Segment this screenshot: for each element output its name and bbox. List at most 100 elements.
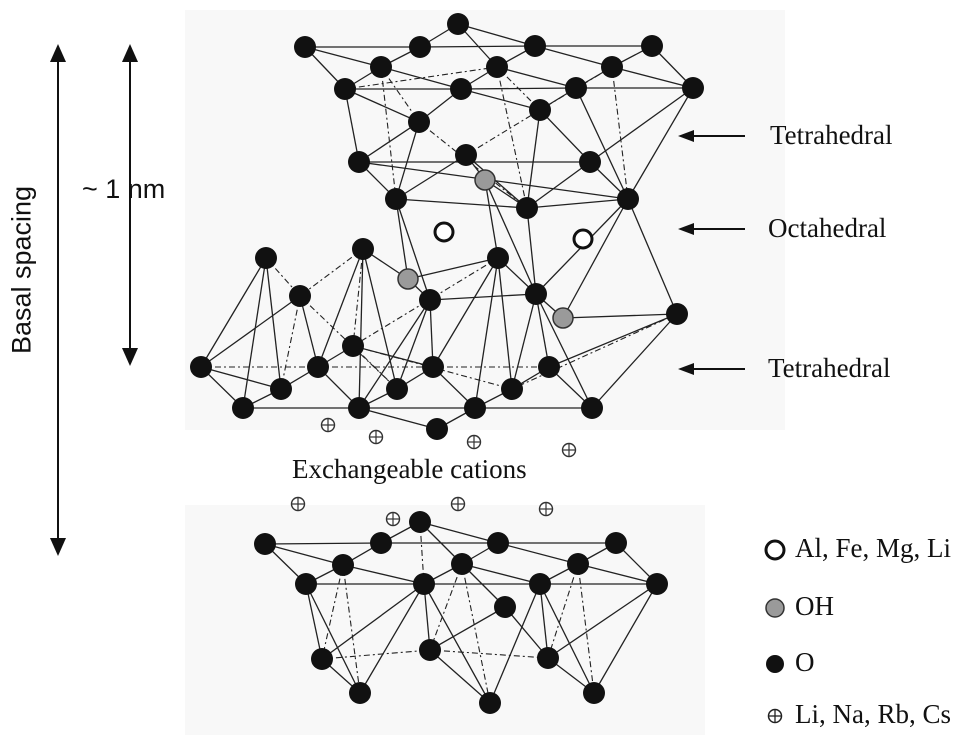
- bond: [344, 88, 360, 163]
- hidden-bond: [321, 649, 431, 660]
- oxygen-atom: [370, 532, 392, 554]
- legend-item-3: Li, Na, Rb, Cs: [795, 699, 952, 729]
- hidden-bond: [342, 564, 361, 694]
- oxygen-atom: [525, 283, 547, 305]
- oxygen-atom: [479, 692, 501, 714]
- bond: [511, 293, 537, 390]
- layer-thickness-arrow: [122, 44, 138, 366]
- bond: [264, 543, 344, 566]
- bond: [526, 109, 541, 209]
- oxygen-atom: [666, 303, 688, 325]
- bond: [419, 45, 536, 48]
- bond: [200, 295, 301, 368]
- legend-open-circle-icon: [764, 539, 786, 561]
- bond: [627, 198, 678, 315]
- exchangeable-cation-icon: [320, 417, 336, 433]
- bond: [429, 293, 537, 301]
- hidden-bond: [465, 109, 541, 156]
- oxygen-atom: [617, 188, 639, 210]
- legend-crossed-circle-icon: [767, 708, 783, 724]
- oxygen-atom: [641, 35, 663, 57]
- bond: [611, 66, 694, 89]
- hidden-bond: [280, 295, 301, 390]
- bond: [358, 248, 364, 409]
- hidden-bond: [547, 563, 579, 659]
- bond: [575, 87, 629, 200]
- oxygen-atom: [294, 36, 316, 58]
- bond: [395, 198, 528, 209]
- bond: [362, 248, 398, 390]
- oxygen-atom: [426, 418, 448, 440]
- bond: [548, 313, 678, 368]
- bond: [589, 87, 694, 163]
- bond: [497, 542, 579, 565]
- octahedral-cation-atom: [433, 221, 455, 243]
- hidden-bond: [429, 649, 549, 659]
- oxygen-atom: [307, 356, 329, 378]
- tetrahedral-top-pointer: [678, 130, 745, 142]
- oxygen-atom: [289, 285, 311, 307]
- bond: [460, 88, 541, 111]
- oxygen-atom: [190, 356, 212, 378]
- oxygen-atom: [385, 188, 407, 210]
- oxygen-atom: [494, 596, 516, 618]
- octahedral-cation-atom: [572, 228, 594, 250]
- bond: [526, 161, 591, 209]
- atom-layer: [190, 13, 704, 714]
- layer-thickness-text: ~ 1 nm: [82, 174, 166, 204]
- legend-item-0: Al, Fe, Mg, Li: [795, 533, 952, 563]
- oxygen-atom: [348, 151, 370, 173]
- oxygen-atom: [409, 511, 431, 533]
- oxygen-atom: [583, 682, 605, 704]
- bond: [429, 606, 506, 651]
- oxygen-atom: [334, 78, 356, 100]
- oxygen-atom: [524, 35, 546, 57]
- bond: [344, 88, 420, 123]
- exchangeable-cation-icon: [466, 434, 482, 450]
- tetrahedral-bottom-pointer: [678, 363, 745, 375]
- exchangeable-cations-label: Exchangeable cations: [292, 454, 527, 484]
- oxygen-atom: [565, 77, 587, 99]
- tetrahedral-bottom-label: Tetrahedral: [768, 353, 891, 383]
- bond: [429, 649, 491, 704]
- bond: [265, 257, 282, 390]
- exchangeable-cation-icon: [450, 496, 466, 512]
- layer-thickness-label: ~ 1 nm: [82, 174, 165, 205]
- exchangeable-cation-icon: [385, 511, 401, 527]
- oxygen-atom: [601, 56, 623, 78]
- bond: [299, 295, 319, 368]
- bond: [200, 366, 282, 390]
- oxygen-atom: [605, 532, 627, 554]
- bond: [432, 257, 499, 368]
- legend-symbols: [764, 539, 786, 724]
- bond: [429, 299, 434, 368]
- bond: [591, 313, 678, 409]
- oxygen-atom: [682, 77, 704, 99]
- oxygen-atom: [311, 648, 333, 670]
- bond: [395, 198, 409, 280]
- hydroxyl-atom: [474, 169, 496, 191]
- bond: [539, 583, 549, 659]
- oxygen-atom: [419, 289, 441, 311]
- oxygen-atom: [349, 682, 371, 704]
- bond: [461, 563, 541, 585]
- oxygen-atom: [487, 247, 509, 269]
- legend-item-2: O: [795, 647, 815, 677]
- hydroxyl-atom: [552, 307, 574, 329]
- oxygen-atom: [348, 397, 370, 419]
- bond: [457, 23, 536, 47]
- bond: [242, 257, 267, 409]
- oxygen-atom: [464, 397, 486, 419]
- oxygen-atom: [646, 573, 668, 595]
- bond: [317, 248, 364, 368]
- oxygen-atom: [295, 573, 317, 595]
- bond: [534, 45, 613, 68]
- bond: [593, 583, 658, 694]
- hidden-bond: [511, 313, 678, 390]
- bond: [562, 313, 678, 319]
- octahedral-pointer: [678, 223, 745, 235]
- bond: [305, 583, 361, 694]
- legend-item-1: OH: [795, 591, 834, 621]
- legend-black-circle-icon: [766, 655, 784, 673]
- bond: [358, 407, 438, 430]
